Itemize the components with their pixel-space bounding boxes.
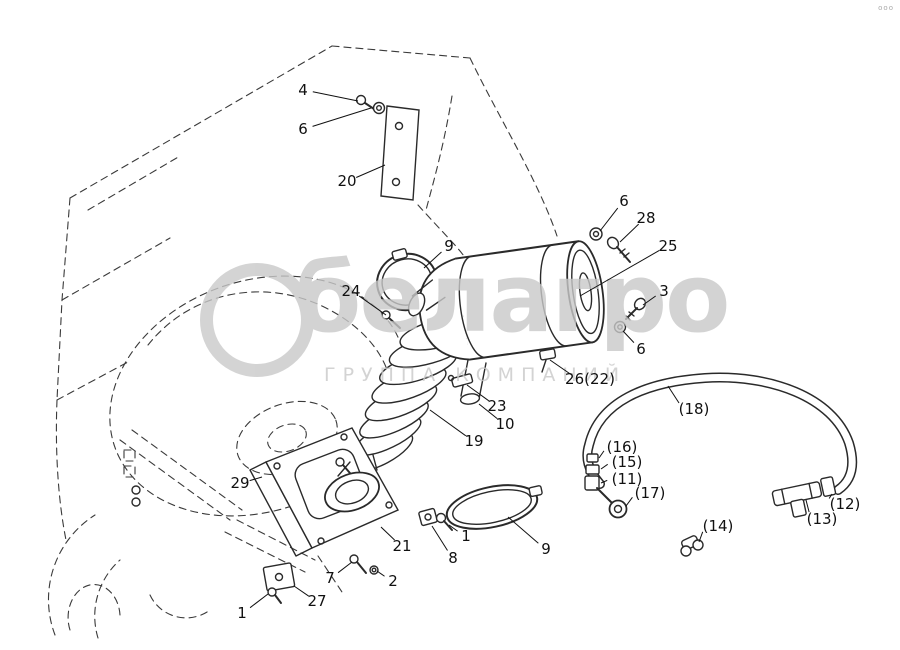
corrugated-hose-19 bbox=[350, 315, 483, 472]
machine-body-outline bbox=[55, 45, 558, 541]
clamp-ring-9-lower bbox=[445, 484, 543, 530]
drain-valve-26-22 bbox=[539, 348, 557, 373]
nut-12 bbox=[820, 476, 837, 497]
bolt-28 bbox=[606, 236, 631, 263]
clamp-14 bbox=[680, 535, 704, 557]
tee-fitting-13 bbox=[771, 476, 837, 518]
mounting-plate-20 bbox=[380, 105, 467, 260]
machine-wheel-outline bbox=[48, 514, 343, 639]
washer-6-top-right bbox=[589, 227, 603, 241]
washer-6-right bbox=[613, 320, 627, 334]
bolt-4 bbox=[355, 94, 375, 110]
duct-elbow-outlet bbox=[324, 454, 380, 513]
clamp-23 bbox=[447, 373, 474, 388]
bracket-27 bbox=[262, 562, 296, 592]
bolt-7 bbox=[349, 554, 367, 574]
washer-6-upper bbox=[372, 101, 386, 115]
fitting-nut-16 bbox=[586, 453, 599, 463]
fitting-nut-15 bbox=[585, 464, 600, 475]
hose-18 bbox=[582, 372, 858, 495]
plate-8 bbox=[418, 507, 438, 527]
nut-2 bbox=[369, 565, 379, 575]
corner-text: ооо bbox=[878, 4, 894, 12]
elbow-fitting-11 bbox=[584, 475, 613, 504]
bolt-3 bbox=[625, 297, 647, 321]
bolt-1-bottom bbox=[267, 587, 282, 604]
banjo-fitting-17 bbox=[608, 499, 628, 519]
